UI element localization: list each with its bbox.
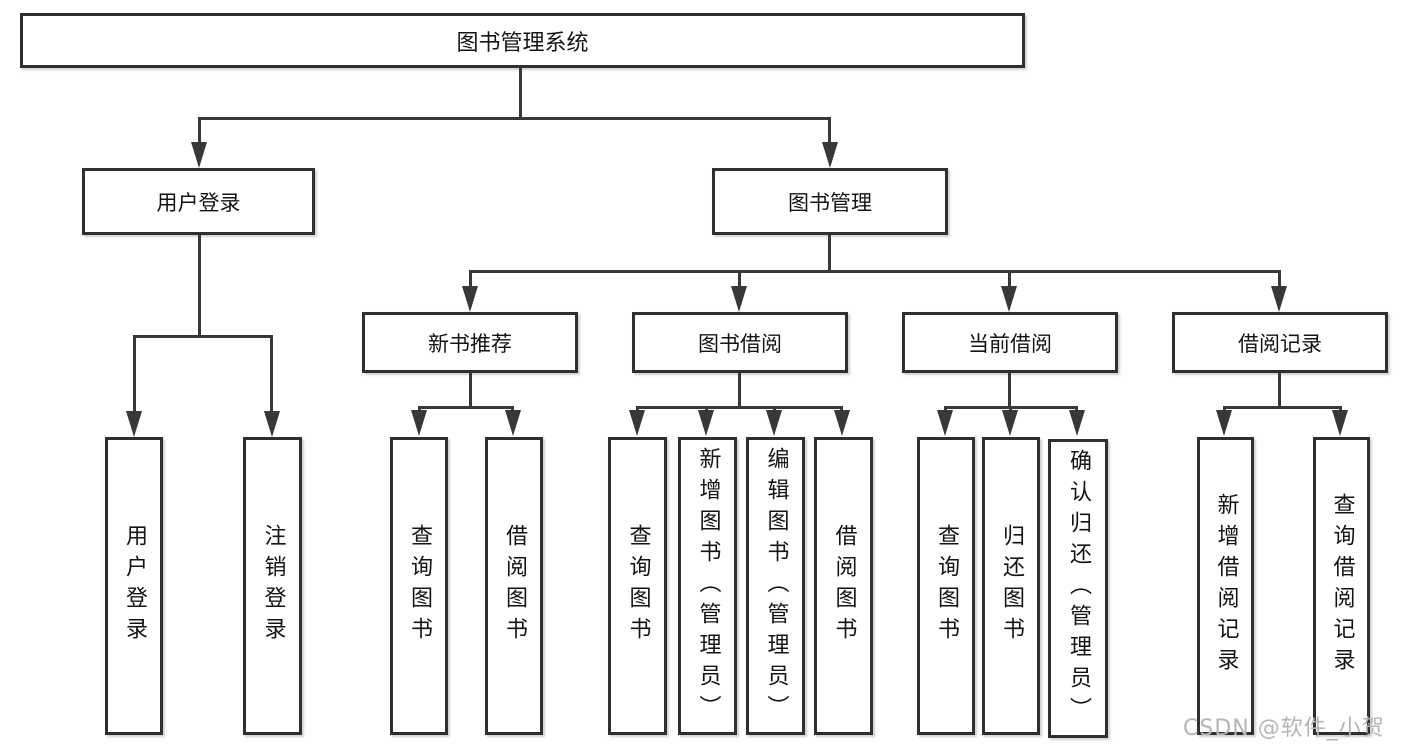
node-query-borrow-record: 查询借阅记录 bbox=[1313, 437, 1370, 735]
node-label: 注销登录 bbox=[260, 524, 286, 648]
connector-segment bbox=[1009, 406, 1012, 411]
arrow-down-icon bbox=[264, 411, 280, 437]
connector-segment bbox=[469, 373, 472, 406]
arrow-down-icon bbox=[834, 410, 850, 436]
node-label: 编辑图书（管理员） bbox=[763, 446, 789, 726]
connector-segment bbox=[133, 335, 136, 411]
connector-segment bbox=[840, 406, 843, 411]
node-label: 查询借阅记录 bbox=[1329, 493, 1355, 679]
arrow-down-icon bbox=[1002, 410, 1018, 436]
connector-segment bbox=[418, 406, 514, 409]
connector-segment bbox=[636, 406, 843, 409]
arrow-down-icon bbox=[505, 410, 521, 436]
connector-segment bbox=[1339, 406, 1342, 411]
arrow-down-icon bbox=[462, 286, 478, 312]
connector-segment bbox=[1008, 373, 1011, 406]
node-label: 用户登录 bbox=[156, 190, 241, 215]
arrow-down-icon bbox=[1216, 410, 1232, 436]
node-label: 图书管理 bbox=[788, 190, 872, 215]
arrow-down-icon bbox=[191, 142, 207, 168]
connector-segment bbox=[828, 117, 831, 142]
node-label: 当前借阅 bbox=[968, 331, 1052, 356]
connector-segment bbox=[198, 117, 831, 120]
node-return-books: 归还图书 bbox=[982, 437, 1040, 735]
connector-segment bbox=[705, 406, 708, 411]
node-label: 新增图书（管理员） bbox=[695, 446, 721, 726]
node-current-borrowing: 当前借阅 bbox=[902, 312, 1118, 373]
connector-segment bbox=[519, 68, 522, 117]
connector-segment bbox=[738, 373, 741, 406]
connector-segment bbox=[270, 335, 273, 411]
connector-segment bbox=[198, 235, 201, 335]
connector-segment bbox=[944, 406, 947, 411]
node-label: 借阅记录 bbox=[1238, 331, 1322, 356]
node-user-login: 用户登录 bbox=[82, 168, 315, 235]
connector-segment bbox=[738, 270, 741, 286]
connector-segment bbox=[828, 235, 831, 270]
connector-segment bbox=[1223, 406, 1226, 411]
node-borrow-books-borrowing: 借阅图书 bbox=[814, 437, 873, 735]
node-label: 新书推荐 bbox=[428, 331, 512, 356]
node-label: 用户登录 bbox=[122, 524, 147, 648]
node-borrow-records: 借阅记录 bbox=[1172, 312, 1388, 373]
connector-segment bbox=[1278, 270, 1281, 286]
node-query-books-borrowing: 查询图书 bbox=[608, 437, 667, 735]
connector-segment bbox=[1278, 373, 1281, 406]
connector-segment bbox=[636, 406, 639, 411]
arrow-down-icon bbox=[411, 410, 427, 436]
node-query-books-recommend: 查询图书 bbox=[390, 437, 448, 735]
node-label: 查询图书 bbox=[407, 524, 432, 648]
connector-segment bbox=[469, 270, 472, 286]
node-add-books-admin: 新增图书（管理员） bbox=[678, 437, 737, 735]
arrow-down-icon bbox=[822, 142, 838, 168]
arrow-down-icon bbox=[937, 410, 953, 436]
node-label: 借阅图书 bbox=[502, 524, 527, 648]
watermark: CSDN @软件_小贺同学 bbox=[1183, 716, 1385, 741]
node-book-management-system: 图书管理系统 bbox=[20, 13, 1025, 68]
node-new-book-recommend: 新书推荐 bbox=[362, 312, 578, 373]
connector-segment bbox=[511, 406, 514, 411]
arrow-down-icon bbox=[1001, 286, 1017, 312]
arrow-down-icon bbox=[1332, 410, 1348, 436]
connector-segment bbox=[198, 117, 201, 142]
node-book-management: 图书管理 bbox=[712, 168, 948, 235]
node-label: 查询图书 bbox=[934, 524, 959, 648]
connector-segment bbox=[418, 406, 421, 411]
node-confirm-return-admin: 确认归还（管理员） bbox=[1048, 439, 1108, 738]
node-query-books-current: 查询图书 bbox=[917, 437, 975, 735]
connector-segment bbox=[1223, 406, 1342, 409]
node-label: 借阅图书 bbox=[831, 524, 857, 648]
node-borrow-books-recommend: 借阅图书 bbox=[485, 437, 543, 735]
connector-segment bbox=[133, 335, 273, 338]
node-label: 确认归还（管理员） bbox=[1066, 449, 1091, 728]
node-label: 图书管理系统 bbox=[456, 30, 589, 56]
arrow-down-icon bbox=[1069, 410, 1085, 436]
node-label: 新增借阅记录 bbox=[1213, 493, 1239, 679]
connector-segment bbox=[1008, 270, 1011, 286]
connector-segment bbox=[773, 406, 776, 411]
node-add-borrow-record: 新增借阅记录 bbox=[1197, 437, 1254, 735]
arrow-down-icon bbox=[1271, 286, 1287, 312]
node-label: 图书借阅 bbox=[698, 331, 782, 356]
node-label: 归还图书 bbox=[999, 524, 1024, 648]
node-user-login-leaf: 用户登录 bbox=[105, 437, 163, 735]
arrow-down-icon bbox=[126, 411, 142, 437]
arrow-down-icon bbox=[629, 410, 645, 436]
node-edit-books-admin: 编辑图书（管理员） bbox=[746, 437, 805, 735]
connector-segment bbox=[1075, 406, 1078, 411]
node-label: 查询图书 bbox=[625, 524, 651, 648]
arrow-down-icon bbox=[731, 286, 747, 312]
arrow-down-icon bbox=[698, 410, 714, 436]
arrow-down-icon bbox=[766, 410, 782, 436]
node-book-borrowing: 图书借阅 bbox=[632, 312, 848, 373]
node-logout: 注销登录 bbox=[243, 437, 302, 735]
connector-segment bbox=[469, 270, 1281, 273]
